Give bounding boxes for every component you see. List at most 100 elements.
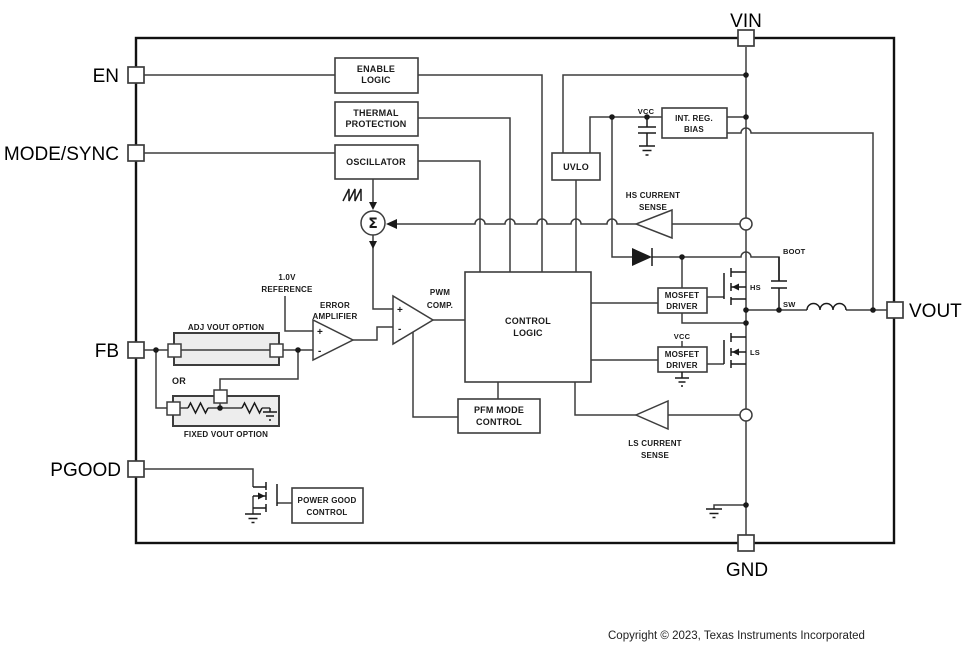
arrow-sigma-output	[369, 241, 377, 249]
pfm-mode-control-label-2: CONTROL	[476, 417, 522, 427]
junction-dot	[295, 347, 301, 353]
wire-sigma-to-pwm	[372, 235, 393, 310]
ls-mosfet	[723, 333, 746, 368]
ls-driver-label-1: MOSFET	[665, 350, 700, 359]
pwm-comp-plus: +	[397, 305, 403, 316]
fixed-top-pad	[213, 389, 228, 404]
wire-vout-to-bias	[727, 127, 874, 310]
hs-current-sense-label-1: HS CURRENT	[626, 191, 680, 200]
boot-diode	[632, 248, 653, 266]
vcc-ls-driver-label: VCC	[674, 332, 691, 341]
junction-dot	[743, 307, 749, 313]
pin-vin	[737, 29, 755, 47]
ls-current-sense-triangle	[634, 399, 669, 431]
pwm-comp-minus: -	[398, 324, 401, 335]
hs-label: HS	[750, 283, 761, 292]
wire-vcc-rail	[589, 116, 662, 153]
copyright-text: Copyright © 2023, Texas Instruments Inco…	[608, 630, 865, 642]
sigma-adder-circle	[360, 210, 386, 236]
wire-oscillator-to-control	[418, 160, 481, 272]
uvlo-label: UVLO	[563, 162, 589, 172]
hs-mosfet-driver-block	[657, 287, 708, 314]
inductor	[806, 302, 847, 311]
components	[187, 117, 847, 524]
wire-vcc-to-diode	[611, 117, 632, 258]
hs-driver-label-1: MOSFET	[665, 291, 700, 300]
hs-body-arrow-icon	[732, 283, 739, 291]
enable-logic-label-2: LOGIC	[361, 75, 391, 85]
vcc-cap-ground-icon	[639, 145, 655, 156]
device-outline	[134, 36, 896, 545]
hs-driver-label-2: DRIVER	[666, 302, 697, 311]
pin-mode-sync	[127, 144, 145, 162]
error-amplifier-label-1: ERROR	[320, 301, 350, 310]
vcc-rail-label: VCC	[638, 107, 655, 116]
junction-dot	[217, 405, 223, 411]
ls-current-sense-label-1: LS CURRENT	[628, 439, 682, 448]
boot-capacitor	[771, 257, 787, 310]
wire-enable-to-control	[418, 74, 543, 272]
ls-current-sense-label-2: SENSE	[641, 451, 670, 460]
fixed-resistor-1	[187, 401, 209, 415]
pin-label-gnd: GND	[726, 560, 768, 581]
ls-body-arrow-icon	[732, 348, 739, 356]
wire-diode-to-boot	[652, 251, 780, 281]
ls-driver-ground-icon	[675, 372, 689, 387]
junction-dot	[743, 72, 749, 78]
ls-current-probe-circle	[739, 408, 753, 422]
wire-pgood-to-fet	[144, 468, 254, 487]
junction-dot	[870, 307, 876, 313]
pins	[127, 29, 904, 552]
wire-ls-sense-to-control	[574, 382, 636, 416]
fixed-resistor-2	[241, 401, 263, 415]
adj-left-pad	[167, 343, 182, 358]
pin-gnd	[737, 534, 755, 552]
power-good-control-label-1: POWER GOOD	[298, 496, 357, 505]
pwm-comp-label-2: COMP.	[427, 301, 453, 310]
pgood-ground-icon	[245, 513, 261, 524]
pin-label-vout: VOUT	[909, 301, 962, 322]
int-reg-bias-block	[661, 107, 728, 139]
junction-dot	[743, 320, 749, 326]
or-label: OR	[172, 376, 186, 386]
uvlo-block	[551, 152, 601, 181]
error-amplifier-triangle	[312, 318, 355, 362]
power-good-control-block	[291, 487, 364, 524]
wire-hs-sense-to-sigma	[396, 218, 636, 225]
pfm-mode-control-label-1: PFM MODE	[474, 405, 524, 415]
pin-pgood	[127, 460, 145, 478]
pin-label-pgood: PGOOD	[50, 460, 121, 481]
ls-mosfet-driver-block	[657, 346, 708, 373]
pin-label-fb: FB	[95, 341, 119, 362]
error-amplifier-label-2: AMPLIFIER	[313, 312, 358, 321]
thermal-protection-label-1: THERMAL	[353, 108, 399, 118]
junction-dot	[153, 347, 159, 353]
adj-vout-option-label: ADJ VOUT OPTION	[188, 323, 264, 332]
thermal-protection-label-2: PROTECTION	[345, 119, 406, 129]
int-reg-bias-label-1: INT. REG.	[675, 114, 713, 123]
junction-dot	[609, 114, 615, 120]
fixed-option-ground-icon	[263, 408, 277, 421]
hs-mosfet	[723, 268, 746, 305]
wire-reference-to-erramp	[284, 296, 313, 332]
wire-erramp-to-pwm	[353, 326, 393, 341]
sigma-symbol: Σ	[368, 216, 378, 232]
enable-logic-label-1: ENABLE	[357, 64, 395, 74]
wire-gnd-branch	[713, 504, 746, 509]
pin-vout	[886, 301, 904, 319]
junction-dot	[743, 114, 749, 120]
blocks	[291, 57, 728, 524]
ls-driver-label-2: DRIVER	[666, 361, 697, 370]
wires	[144, 47, 887, 535]
adj-right-pad	[269, 343, 284, 358]
reference-label-2: REFERENCE	[261, 285, 313, 294]
diode-icon	[632, 248, 652, 266]
pin-label-vin: VIN	[730, 11, 762, 32]
wire-vin-to-uvlo	[562, 74, 746, 153]
int-reg-bias-label-2: BIAS	[684, 125, 704, 134]
junction-dot	[644, 114, 650, 120]
arrow-into-sigma-right	[386, 219, 397, 229]
hs-current-sense-triangle	[633, 208, 673, 240]
